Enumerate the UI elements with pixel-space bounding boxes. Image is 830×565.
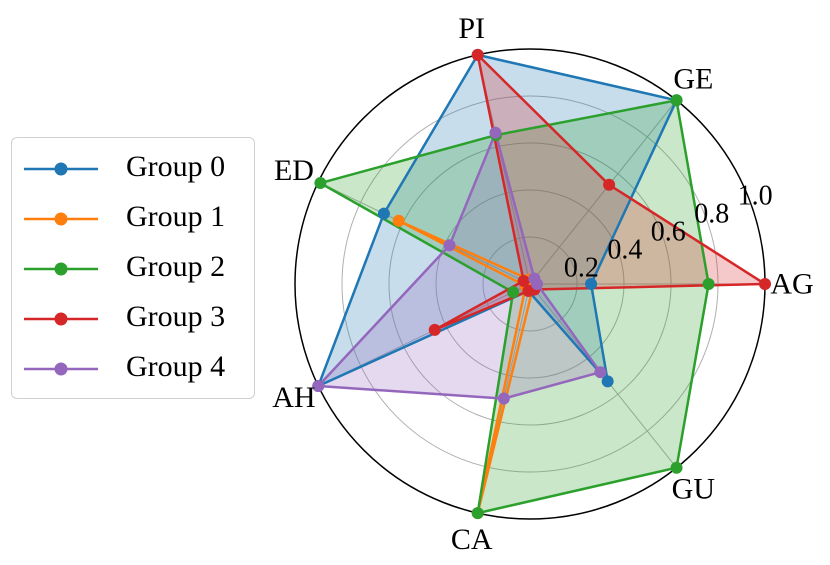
legend-swatch-group-4	[24, 362, 98, 376]
data-point-group-0-ED	[377, 207, 390, 220]
data-point-group-0-AG	[585, 278, 598, 290]
data-point-group-4-GE	[528, 272, 541, 285]
data-point-group-2-AG	[702, 278, 715, 290]
legend-item: Group 0	[12, 144, 254, 194]
legend-swatch-group-2	[24, 262, 98, 276]
series-line-group-4	[317, 131, 602, 400]
data-point-group-4-PI	[489, 126, 502, 139]
data-point-group-1-ED	[392, 214, 405, 227]
data-point-group-0-GU	[601, 375, 614, 388]
axis-label-ca: CA	[451, 523, 493, 556]
radial-tick-label: 1.0	[738, 181, 773, 212]
legend-swatch-group-1	[24, 212, 98, 226]
series-fill-group-0	[318, 54, 677, 387]
data-point-group-4-ED	[443, 239, 456, 252]
series-lines	[317, 53, 767, 515]
data-point-group-3-PI	[471, 48, 484, 61]
legend-label: Group 1	[126, 200, 226, 233]
data-point-group-2-CA	[471, 507, 484, 520]
series-fills	[318, 54, 765, 514]
data-point-group-3-AH	[428, 323, 441, 336]
legend-label: Group 3	[126, 300, 226, 333]
axis-label-ah: AH	[272, 381, 315, 414]
data-point-group-2-GU	[670, 461, 683, 474]
radial-tick-label: 0.2	[564, 253, 599, 284]
grid-spoke	[529, 99, 677, 285]
data-point-group-4-GU	[594, 366, 607, 379]
axis-labels: AG GE PI ED AH CA GU	[272, 12, 813, 556]
radial-tick-label: 0.6	[651, 217, 686, 248]
radial-tick-label: 0.8	[694, 199, 729, 230]
data-point-group-2-ED	[314, 177, 327, 190]
legend-label: Group 4	[126, 350, 226, 383]
series-fill-group-4	[318, 132, 601, 399]
radial-tick-labels: 0.2 0.4 0.6 0.8 1.0	[564, 181, 773, 284]
axis-label-ag: AG	[770, 268, 813, 301]
axis-label-ed: ED	[274, 154, 314, 187]
data-point-group-3-ED	[517, 274, 530, 287]
series-line-group-2	[319, 99, 710, 515]
series-markers	[312, 48, 771, 520]
legend-label: Group 0	[126, 150, 226, 183]
data-point-group-2-GE	[670, 94, 683, 107]
legend-label: Group 2	[126, 250, 226, 283]
axis-label-gu: GU	[672, 472, 716, 505]
legend: Group 0 Group 1 Group 2 Group 3 Group 4	[11, 137, 255, 399]
data-point-group-2-AH	[507, 286, 520, 299]
legend-item: Group 1	[12, 194, 254, 244]
series-fill-group-2	[320, 100, 709, 514]
data-point-group-4-CA	[497, 392, 510, 405]
legend-item: Group 4	[12, 344, 254, 394]
data-point-group-3-AG	[759, 278, 771, 290]
series-line-group-0	[317, 53, 678, 388]
legend-swatch-group-3	[24, 312, 98, 326]
legend-swatch-group-0	[24, 162, 98, 176]
series-fill-group-3	[434, 54, 765, 330]
legend-item: Group 3	[12, 294, 254, 344]
radial-tick-label: 0.4	[607, 235, 642, 266]
axis-label-ge: GE	[673, 63, 713, 96]
data-point-group-4-AH	[312, 379, 325, 392]
legend-item: Group 2	[12, 244, 254, 294]
axis-label-pi: PI	[458, 12, 485, 45]
data-point-group-3-GE	[603, 178, 616, 191]
